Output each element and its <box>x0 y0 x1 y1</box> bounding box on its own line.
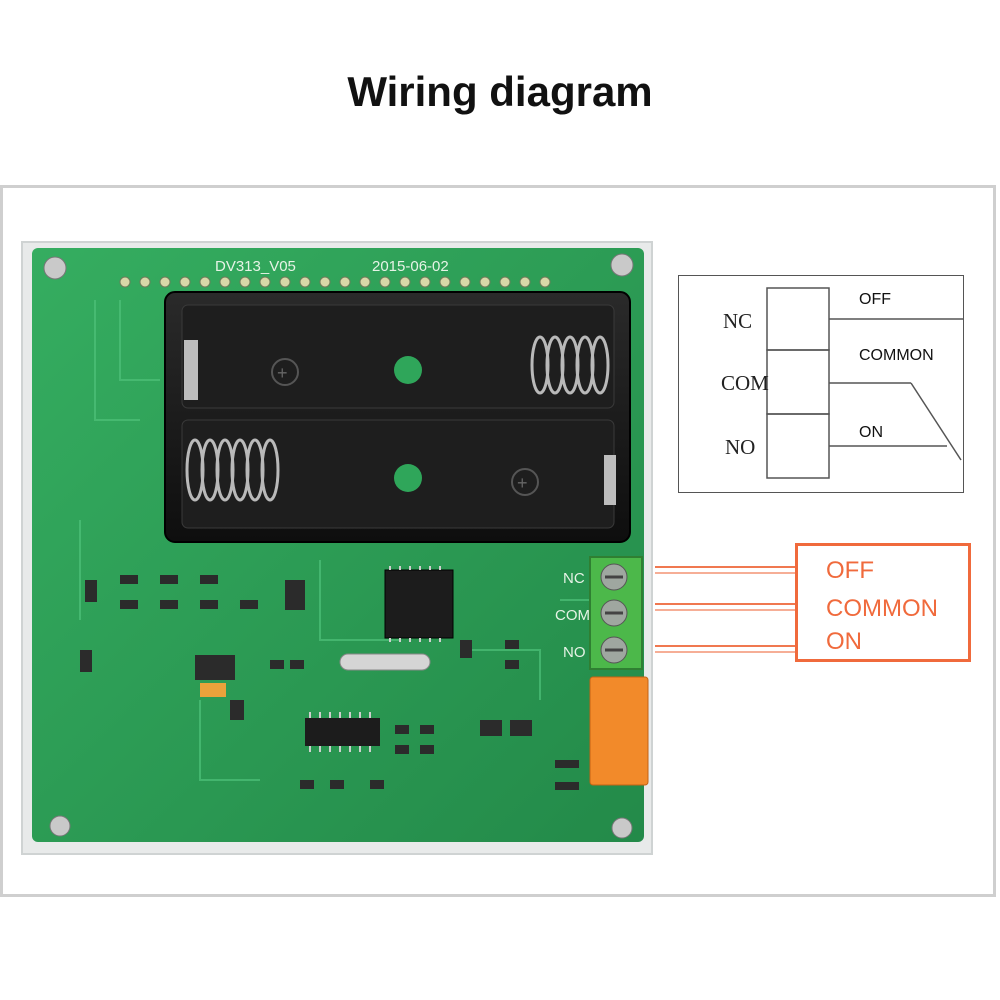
callout-off: OFF <box>826 557 874 584</box>
svg-text:+: + <box>517 473 528 493</box>
schematic-lines <box>766 287 963 479</box>
schematic-off: OFF <box>859 291 891 308</box>
smd-components <box>80 575 579 790</box>
schematic-nc: NC <box>723 309 753 333</box>
relay-schematic: NC COM NO OFF COMMON ON <box>678 275 964 493</box>
svg-text:+: + <box>277 363 288 383</box>
wire-off <box>655 566 795 568</box>
terminal-label-nc: NC <box>563 570 585 587</box>
schematic-com: COM <box>721 371 769 395</box>
terminal-label-no: NO <box>563 644 586 661</box>
board-date-text: 2015-06-02 <box>372 258 449 275</box>
schematic-no: NO <box>725 435 756 459</box>
tantalum-capacitor <box>200 683 226 697</box>
schematic-on: ON <box>859 424 883 441</box>
terminal-label-com: COM <box>555 607 590 624</box>
driver-ic <box>305 712 380 752</box>
terminal-callout: OFF COMMON ON <box>795 543 971 662</box>
board-model-text: DV313_V05 <box>215 258 296 275</box>
relay <box>589 676 649 786</box>
pcb-traces <box>79 300 600 781</box>
battery-spring-bottom <box>185 438 280 502</box>
mcu-chip <box>384 566 454 642</box>
wire-off-2 <box>655 572 795 574</box>
battery-holder: + + <box>164 291 631 543</box>
schematic-common: COMMON <box>859 347 934 364</box>
wire-common <box>655 603 795 605</box>
wire-common-2 <box>655 609 795 611</box>
page-title: Wiring diagram <box>347 68 653 115</box>
crystal-oscillator <box>339 653 431 671</box>
callout-common: COMMON <box>826 595 938 622</box>
mounting-screws <box>43 253 634 839</box>
battery-spring-top <box>530 335 610 395</box>
wire-on-2 <box>655 651 795 653</box>
wire-on <box>655 645 795 647</box>
callout-on: ON <box>826 628 862 655</box>
header-pins <box>119 276 551 288</box>
terminal-block <box>589 556 643 670</box>
